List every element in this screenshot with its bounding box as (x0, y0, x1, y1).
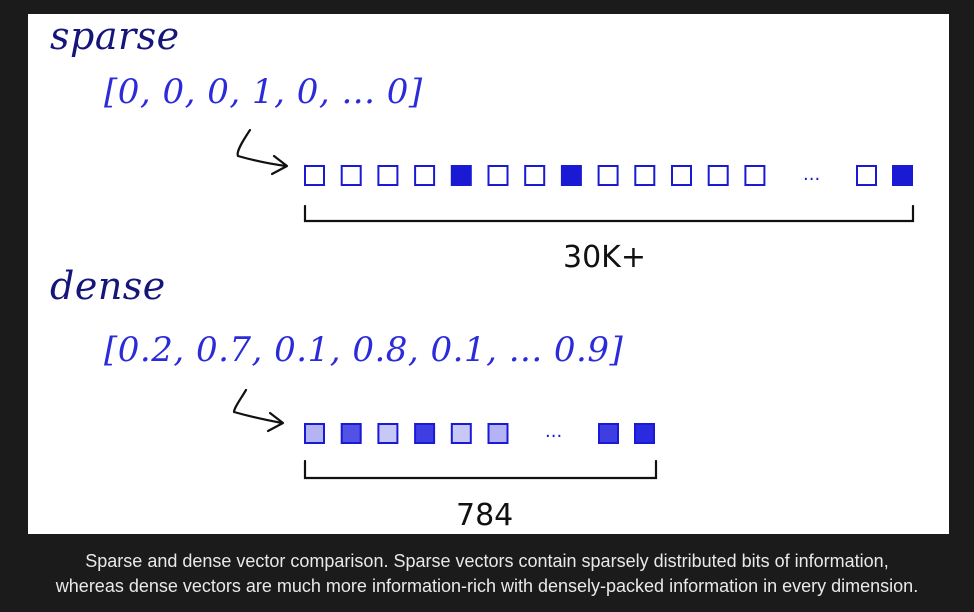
dense-cell (304, 423, 325, 444)
dense-count-label: 784 (456, 498, 514, 533)
sparse-cell (414, 165, 436, 186)
dense-cell (598, 423, 619, 444)
sparse-cell (634, 165, 656, 186)
dense-title: dense (50, 264, 166, 308)
sparse-cell (744, 165, 766, 186)
dense-ellipsis: ... (545, 421, 562, 442)
sparse-cell (304, 165, 325, 186)
sparse-cell (487, 165, 509, 186)
sparse-cell (856, 165, 877, 186)
sparse-cell (892, 165, 913, 186)
sparse-cell (340, 165, 362, 186)
dense-cell (377, 423, 399, 444)
dense-cell (487, 423, 509, 444)
vector-comparison-figure: sparse [0, 0, 0, 1, 0, ... 0] dense [0.2… (28, 14, 949, 534)
caption-line-1: Sparse and dense vector comparison. Spar… (85, 551, 889, 571)
dense-bracket (303, 459, 658, 480)
sparse-cell (597, 165, 619, 186)
sparse-count-label: 30K+ (563, 240, 646, 275)
sparse-vector-cells (304, 165, 913, 186)
sparse-arrow-icon (236, 128, 289, 176)
sparse-cell (560, 165, 582, 186)
sparse-cell (671, 165, 692, 186)
sparse-bracket (303, 204, 915, 223)
dense-cell (414, 423, 436, 444)
sparse-title: sparse (50, 14, 180, 58)
dense-cell (450, 423, 472, 444)
sparse-cell (450, 165, 472, 186)
sparse-vector-text: [0, 0, 0, 1, 0, ... 0] (104, 72, 423, 112)
vector-diagram: ... ... (232, 128, 915, 480)
dense-arrow-icon (232, 388, 285, 433)
sparse-cell (377, 165, 399, 186)
sparse-cell (524, 165, 546, 186)
dense-vector-text: [0.2, 0.7, 0.1, 0.8, 0.1, ... 0.9] (104, 330, 624, 370)
dense-cell (340, 423, 362, 444)
sparse-ellipsis: ... (803, 164, 820, 185)
dense-cell (634, 423, 655, 444)
dense-vector-cells (304, 423, 655, 444)
caption-line-2: whereas dense vectors are much more info… (55, 576, 919, 596)
sparse-cell (707, 165, 729, 186)
figure-caption: Sparse and dense vector comparison. Spar… (0, 549, 974, 599)
